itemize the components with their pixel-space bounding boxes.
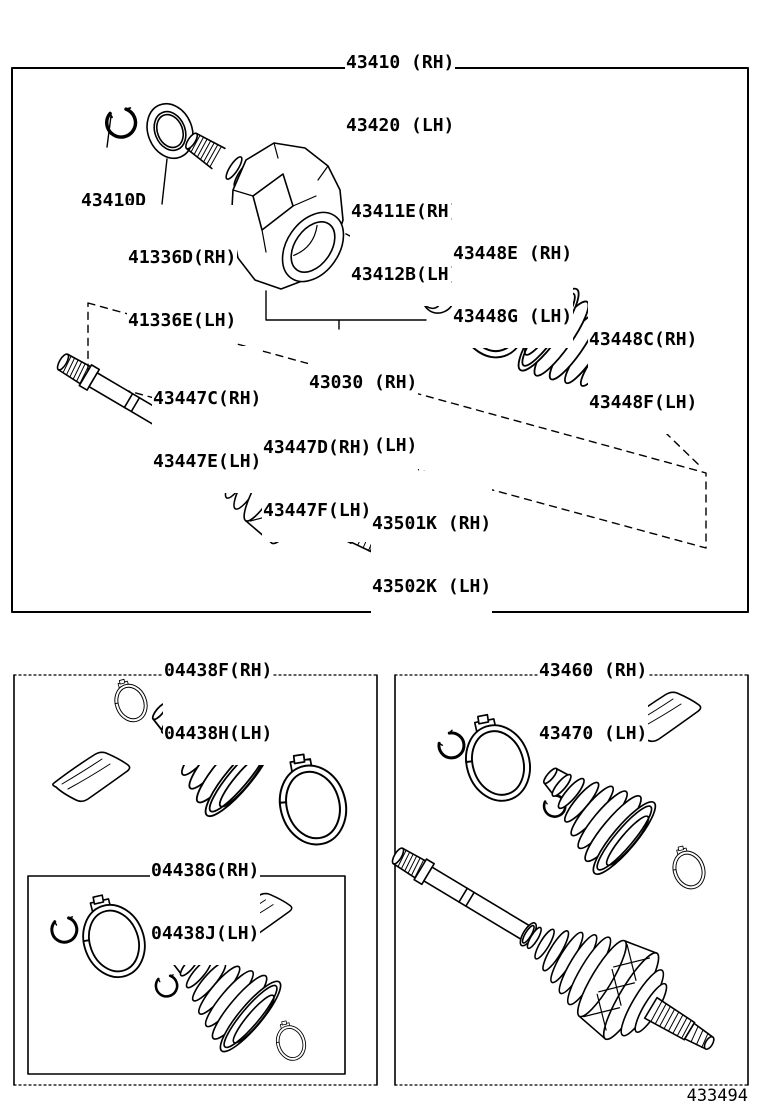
oil-seal-drawing [146, 102, 194, 160]
outboard-snap-ring-drawing [434, 726, 469, 763]
kit-clamp-small-drawing [106, 673, 154, 728]
part-number-line[interactable]: 43412B(LH) [351, 264, 460, 285]
part-number-line[interactable]: 43502K (LH) [372, 576, 492, 597]
part-number-line[interactable]: 04438J(LH) [151, 923, 260, 944]
part-number-line[interactable]: 43448F(LH) [589, 392, 698, 413]
figure-number: 433494 [686, 1086, 748, 1106]
callout-outboard-boot-kit[interactable]: 04438G(RH) 04438J(LH) [150, 818, 261, 965]
part-number-line[interactable]: 04438F(RH) [164, 660, 273, 681]
callout-inboard-boot-kit[interactable]: 04438F(RH) 04438H(LH) [163, 618, 274, 765]
part-number-line[interactable]: 43410 (RH) [346, 52, 455, 73]
part-number-line[interactable]: 43411E(RH) [351, 201, 460, 222]
outboard-clamp-small-drawing [665, 840, 711, 894]
part-number-line[interactable]: 43030 (RH) [309, 372, 418, 393]
callout-inboard-snap-ring[interactable]: 43411E(RH) 43412B(LH) [350, 159, 461, 306]
inner-kit-clamp-large-drawing [68, 884, 156, 987]
part-number-line[interactable]: 43501K (RH) [372, 513, 492, 534]
outboard-clamp-large-drawing [451, 704, 541, 811]
callout-outboard-boot-clamp[interactable]: 43447D(RH) 43447F(LH) [262, 395, 373, 542]
callout-inboard-clamp-large[interactable]: 43448E (RH) 43448G (LH) [452, 201, 574, 348]
part-number-line[interactable]: 04438G(RH) [151, 860, 260, 881]
part-number-line[interactable]: 43460 (RH) [539, 660, 648, 681]
part-number-line[interactable]: 41336D(RH) [128, 247, 237, 268]
grease-packet-drawing [52, 751, 131, 803]
inner-kit-snap-ring-drawing [47, 911, 82, 947]
callout-outboard-shaft-assy[interactable]: 43460 (RH) 43470 (LH) [538, 618, 649, 765]
callout-shaft-damper-clamp[interactable]: 43447C(RH) 43447E(LH) [152, 346, 263, 493]
part-number-line[interactable]: 43447E(LH) [153, 451, 262, 472]
kit-clamp-large-drawing [266, 744, 357, 854]
part-number-line[interactable]: 41336E(LH) [128, 310, 237, 331]
callout-oil-seal[interactable]: 41336D(RH) 41336E(LH) [127, 205, 238, 352]
inner-kit-snap-ring-small-drawing [152, 969, 182, 1001]
part-number-line[interactable]: 43470 (LH) [539, 723, 648, 744]
part-number-line[interactable]: 43448E (RH) [453, 243, 573, 264]
inner-kit-clamp-small-drawing [269, 1016, 311, 1065]
part-number-line[interactable]: 43447C(RH) [153, 388, 262, 409]
part-number-line[interactable]: 43447F(LH) [263, 500, 372, 521]
part-number-line[interactable]: 43420 (LH) [346, 115, 455, 136]
kit-boundary-dashed-outline [87, 302, 707, 549]
callout-inboard-clamp-small[interactable]: 43448C(RH) 43448F(LH) [588, 287, 699, 434]
part-number-line[interactable]: 43447D(RH) [263, 437, 372, 458]
callout-shaft-assy[interactable]: 43410 (RH) 43420 (LH) [345, 10, 456, 157]
inboard-boot-kit-box [13, 674, 378, 1086]
part-number-line[interactable]: 04438H(LH) [164, 723, 273, 744]
callout-dust-deflector[interactable]: 43501K (RH) 43502K (LH) [371, 471, 493, 618]
part-number-line[interactable]: 43448C(RH) [589, 329, 698, 350]
part-number-line[interactable]: 43448G (LH) [453, 306, 573, 327]
callout-snap-ring[interactable]: 43410D [80, 148, 148, 232]
